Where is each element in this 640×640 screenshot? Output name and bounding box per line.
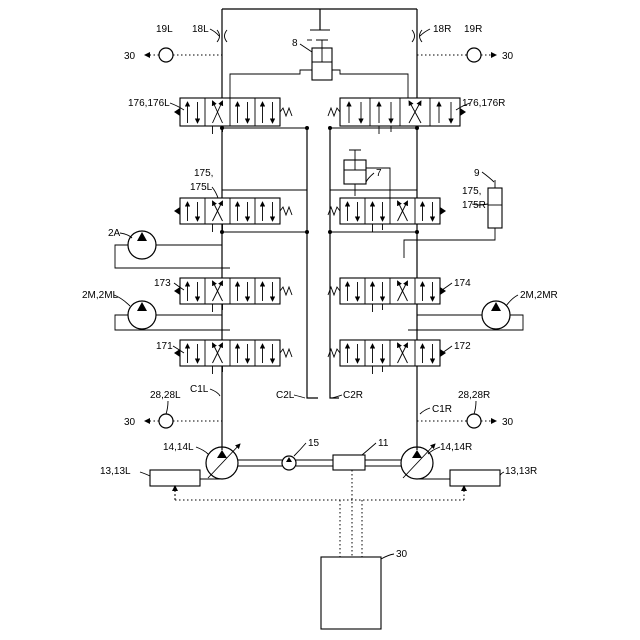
control-valve-175L	[174, 198, 292, 232]
hydraulic-motor-2MR	[408, 301, 523, 330]
control-valve-group	[174, 98, 466, 374]
label-8: 8	[292, 38, 298, 49]
label-172: 172	[454, 341, 471, 352]
control-valve-173	[174, 278, 292, 312]
pressure-sensor-28R	[417, 414, 496, 428]
label-28L: 28,28L	[150, 390, 181, 401]
label-175R-a: 175,	[462, 186, 481, 197]
label-C1L: C1L	[190, 384, 209, 395]
control-valve-174	[328, 278, 446, 312]
controller-30	[175, 470, 464, 629]
label-171: 171	[156, 341, 173, 352]
spring-icon	[280, 287, 292, 295]
label-2ML: 2M,2ML	[82, 290, 119, 301]
control-valve-171	[174, 340, 292, 374]
control-valve-172	[328, 340, 446, 374]
label-176L: 176,176L	[128, 98, 170, 109]
control-valve-175R	[328, 198, 446, 232]
label-2MR: 2M,2MR	[520, 290, 558, 301]
spring-icon	[280, 108, 292, 116]
label-7: 7	[376, 168, 382, 179]
hydraulic-motor-2A	[115, 231, 230, 268]
label-19L: 19L	[156, 24, 173, 35]
variable-pump-14R	[365, 444, 450, 479]
cylinder-8	[230, 40, 408, 98]
label-173: 173	[154, 278, 171, 289]
control-valve-176L	[174, 98, 292, 134]
label-30-top-left: 30	[124, 51, 136, 62]
label-14L: 14,14L	[163, 442, 194, 453]
pressure-sensor-19L	[145, 48, 222, 62]
label-2A: 2A	[108, 228, 121, 239]
variable-pump-14L	[200, 444, 282, 479]
label-C2R: C2R	[343, 390, 363, 401]
label-11: 11	[378, 438, 389, 449]
label-C2L: C2L	[276, 390, 295, 401]
spring-icon	[280, 207, 292, 215]
pressure-sensor-28L	[145, 414, 222, 428]
regulator-13L	[150, 470, 200, 500]
label-175L-b: 175L	[190, 182, 213, 193]
label-174: 174	[454, 278, 471, 289]
label-175R-b: 175R	[462, 200, 486, 211]
label-175L-a: 175,	[194, 168, 213, 179]
pressure-sensor-19R	[417, 48, 496, 62]
label-9: 9	[474, 168, 480, 179]
cylinder-7	[344, 150, 390, 198]
control-valve-176R	[328, 98, 466, 134]
spring-icon	[280, 349, 292, 357]
label-19R: 19R	[464, 24, 482, 35]
label-18L: 18L	[192, 24, 209, 35]
label-30-mid-right: 30	[502, 417, 514, 428]
label-30-top-right: 30	[502, 51, 514, 62]
pilot-pump-15	[282, 456, 333, 470]
label-C1R: C1R	[432, 404, 452, 415]
label-15: 15	[308, 438, 320, 449]
label-30-mid-left: 30	[124, 417, 136, 428]
label-13R: 13,13R	[505, 466, 537, 477]
label-30-controller: 30	[396, 549, 408, 560]
engine-11	[333, 455, 365, 470]
regulator-13R	[450, 470, 500, 500]
label-18R: 18R	[433, 24, 451, 35]
spring-icon	[328, 108, 340, 116]
label-28R: 28,28R	[458, 390, 490, 401]
label-14R: 14,14R	[440, 442, 472, 453]
label-13L: 13,13L	[100, 466, 131, 477]
